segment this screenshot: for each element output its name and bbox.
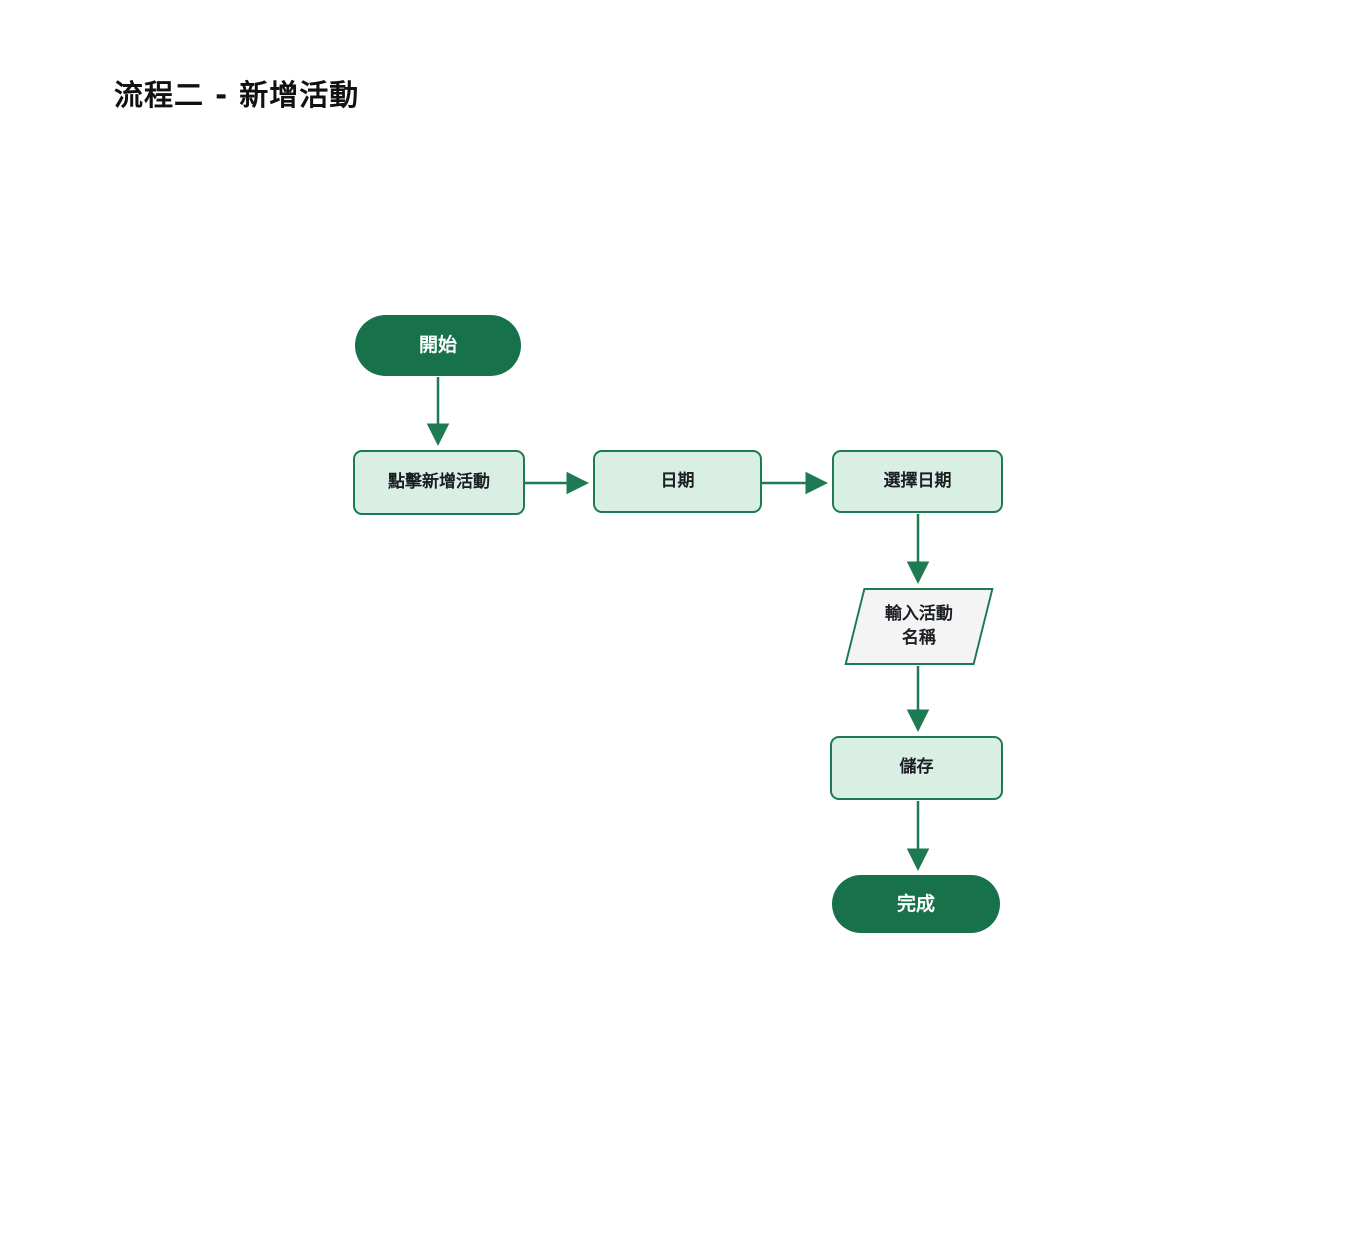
diagram-title: 流程二 - 新增活動 xyxy=(114,78,360,112)
node-date-label: 日期 xyxy=(660,470,695,491)
node-done-label: 完成 xyxy=(896,892,935,915)
node-select-date-label: 選擇日期 xyxy=(883,470,952,491)
node-start: 開始 xyxy=(355,315,521,376)
node-done: 完成 xyxy=(832,875,1000,933)
node-date: 日期 xyxy=(593,450,762,513)
node-click-add-activity: 點擊新增活動 xyxy=(353,450,525,515)
node-input-activity-name: 輸入活動 名稱 xyxy=(844,588,994,665)
node-save-label: 儲存 xyxy=(899,757,934,778)
node-start-label: 開始 xyxy=(418,334,457,357)
node-click-add-activity-label: 點擊新增活動 xyxy=(388,471,490,492)
node-input-activity-name-label: 輸入活動 名稱 xyxy=(885,603,953,648)
node-save: 儲存 xyxy=(830,736,1003,800)
node-select-date: 選擇日期 xyxy=(832,450,1003,513)
